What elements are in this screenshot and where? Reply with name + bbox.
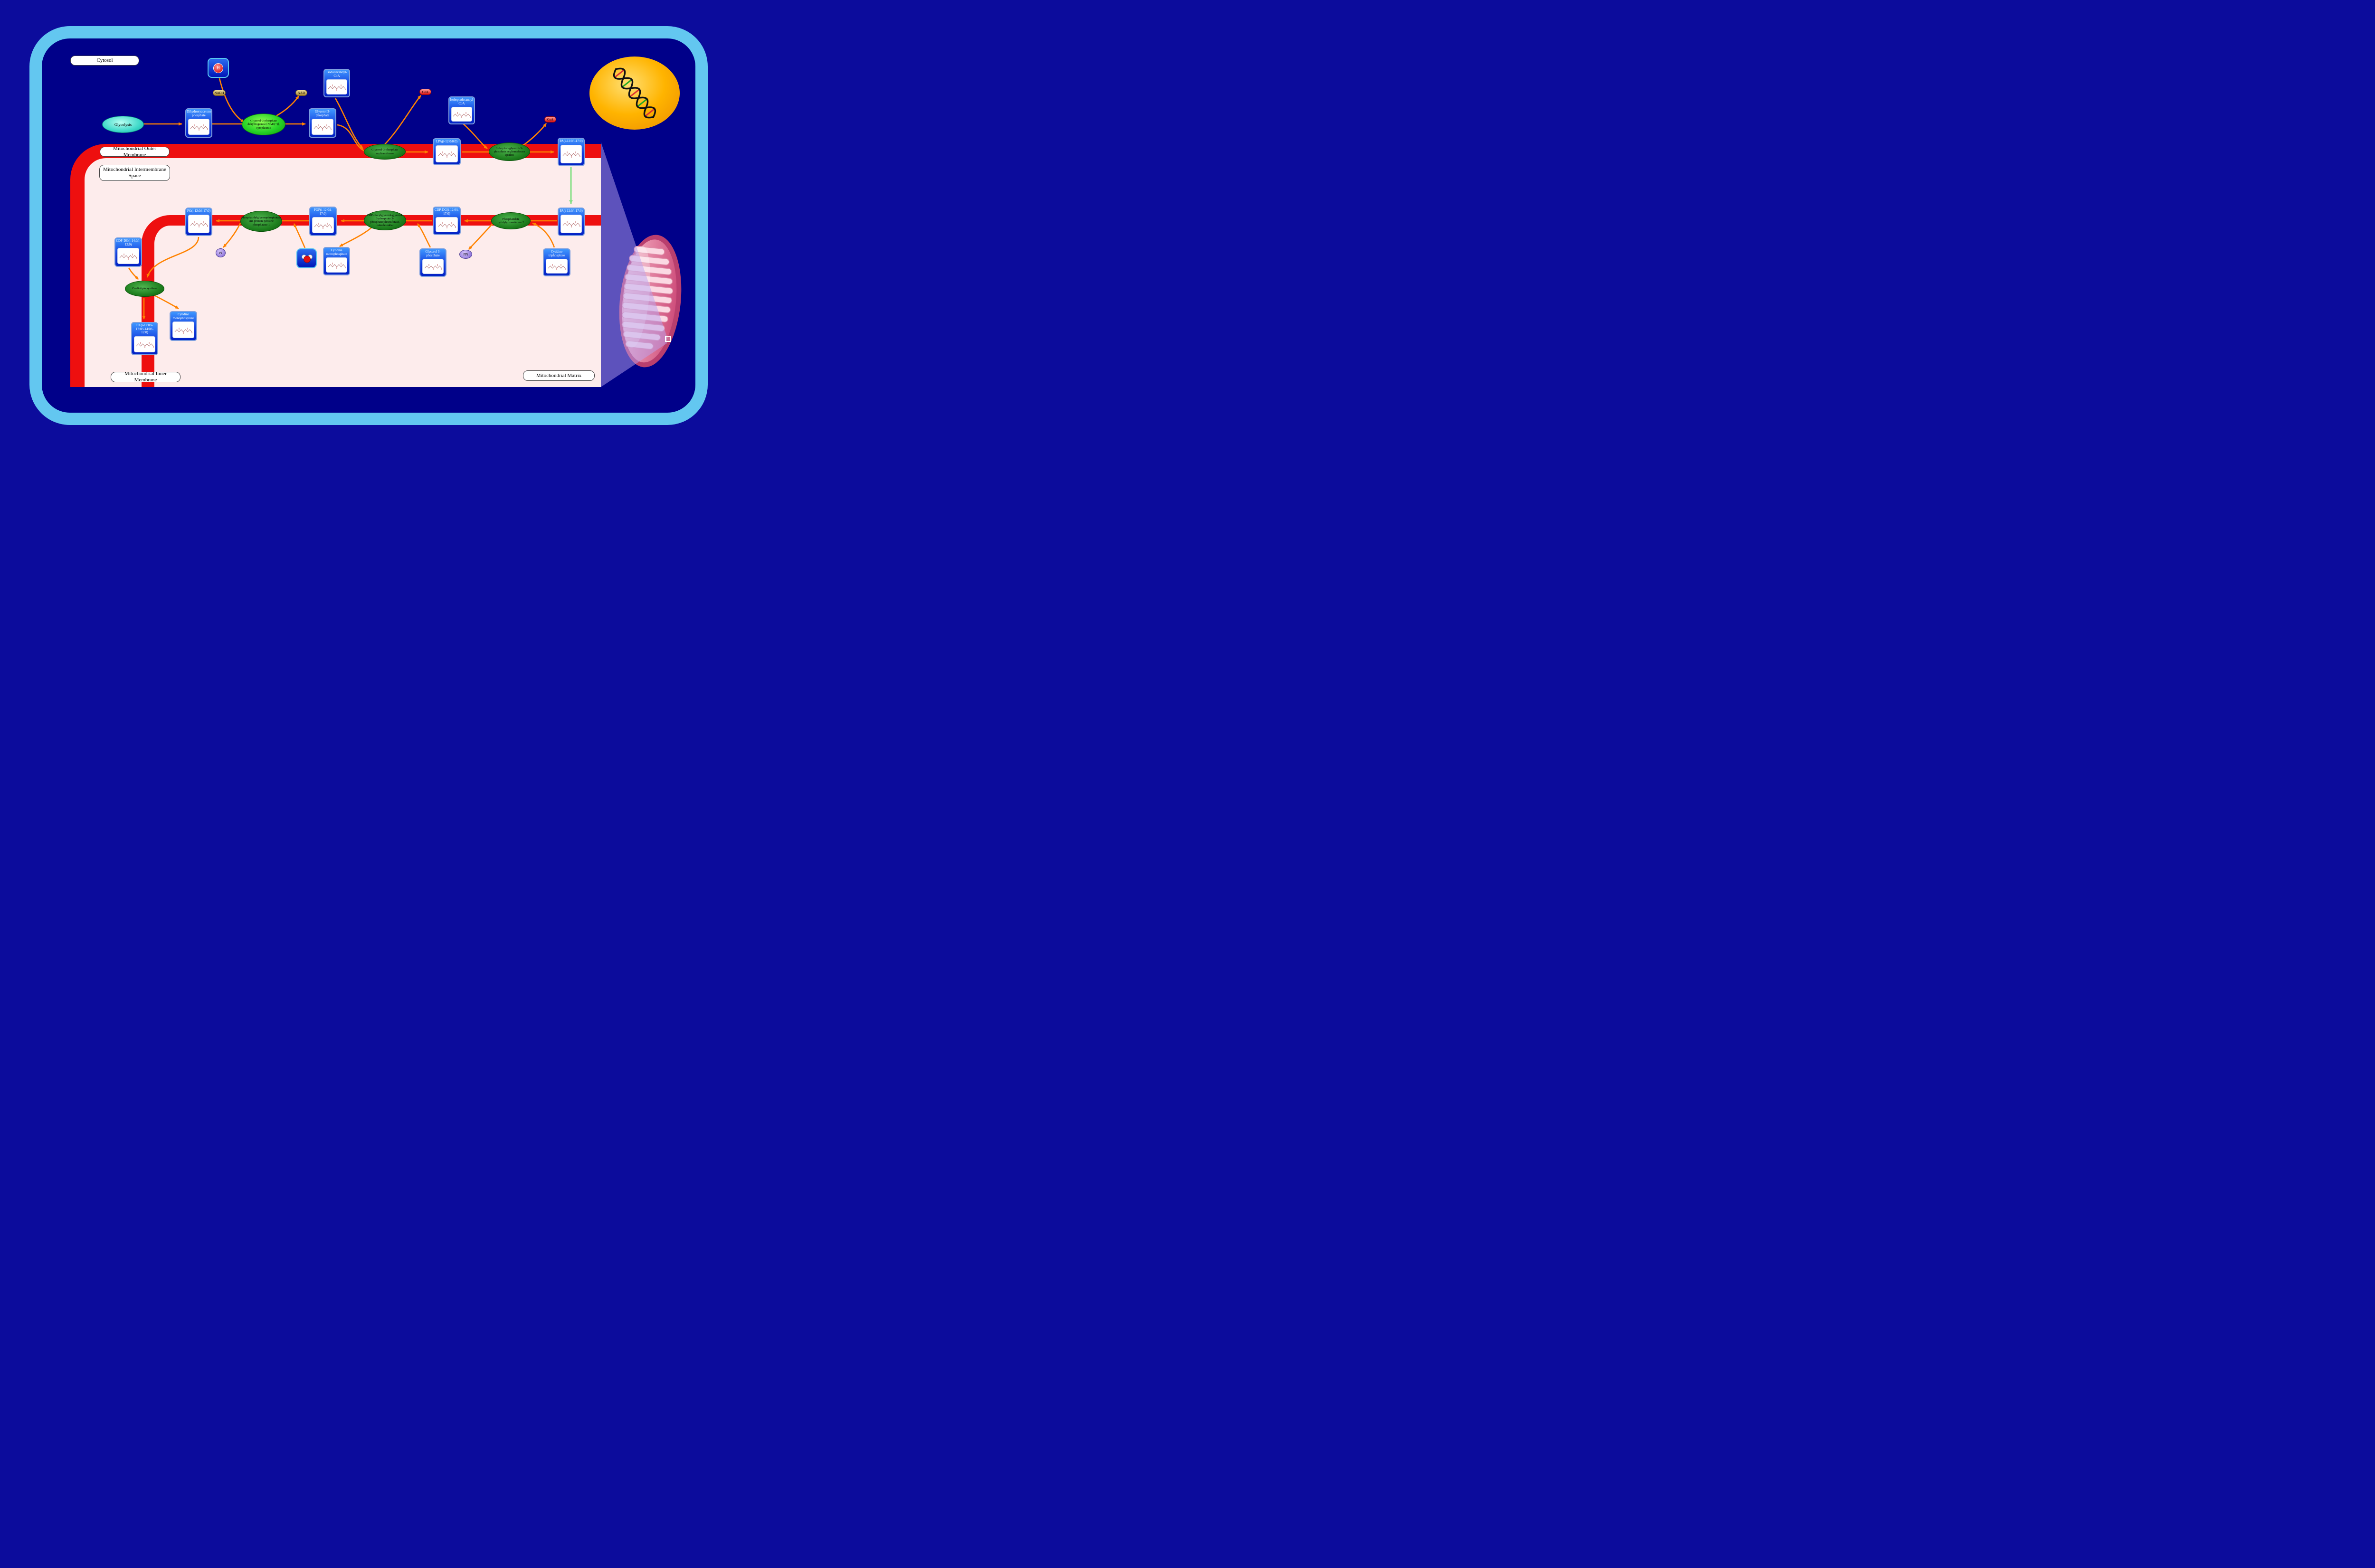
metabolite-nad[interactable]: NAD [295,90,307,96]
enzyme-node-ptpmt1[interactable]: Phosphatidylglycerophosphatase and prote… [240,211,282,232]
enzyme-label: Glycerol-3-phosphate dehydrogenase [NAD(… [247,119,280,130]
chemical-structure [560,214,582,233]
process-label: Glycolysis [114,122,132,127]
h-label: H [217,66,220,70]
compartment-label-intermembrane-space: Mitochondrial Intermembrane Space [99,165,170,181]
chemical-structure [312,217,334,233]
enzyme-node-cds2[interactable]: Phosphatidate cytidylyltransferase 2 [491,212,531,229]
label-text: Mitochondrial Matrix [536,372,582,378]
metabolite-pi[interactable]: Pi [216,248,226,257]
pill-label: PPi [463,252,468,256]
chemical-structure [436,217,458,232]
chemical-structure [188,119,209,135]
enzyme-label: Phosphatidylglycerophosphatase and prote… [241,216,281,227]
metabolite-label: Isododecanoyl-CoA [326,70,347,78]
metabolite-node-cdp-dg-2[interactable]: CDP-DG(i-14:0/i-12:0) [114,237,142,267]
metabolite-h2o[interactable] [296,248,317,268]
enzyme-label: 1-Acyl-sn-glycerol-3-phosphate acyltrans… [494,146,525,157]
metabolite-nadh[interactable]: NADH [213,90,226,96]
metabolite-node-glycerol-3-phosphate-matrix[interactable]: Glycerol 3-phosphate [419,248,446,277]
enzyme-label: CDP-diacylglycerol-glycerol-3-phosphate … [367,213,403,227]
metabolite-node-isoheptadecanoyl-coa[interactable]: Isoheptadecanoyl-CoA [448,96,475,124]
nucleus-illustration [589,57,680,130]
enzyme-node-pgs1[interactable]: CDP-diacylglycerol-glycerol-3-phosphate … [364,210,406,230]
metabolite-node-cmp-1[interactable]: Cytidine monophosphate [323,247,350,275]
enzyme-node-agpat-epsilon[interactable]: 1-Acyl-sn-glycerol-3-phosphate acyltrans… [489,142,530,161]
pill-label: NADH [214,91,224,95]
metabolite-label: PGP(i-12:0/i-17:0) [314,208,332,216]
chemical-structure [172,321,194,338]
chemical-structure [326,257,347,273]
metabolite-label: LPA(i-12:0/0:0) [436,140,457,143]
pill-label: CoA [422,90,429,94]
metabolite-coa-2[interactable]: CoA [544,116,556,123]
metabolite-label: Glycerol 3-phosphate [425,250,441,257]
h-plus-icon: H [213,63,223,73]
metabolite-label: Cytidine monophosphate [172,312,194,320]
metabolite-label: PA(i-12:0/i-17:0) [560,209,583,213]
enzyme-node-gpat[interactable]: Glycerol-3-phosphate acyltransferase [364,144,406,160]
chemical-structure [560,144,582,163]
metabolite-label: CDP-DG(i-12:0/i-17:0) [434,208,459,216]
compartment-label-cytosol: Cytosol [70,56,139,66]
chemical-structure [134,336,155,352]
enzyme-label: Cardiolipin synthase [132,287,157,291]
metabolite-coa-1[interactable]: CoA [419,89,431,95]
compartment-label-outer-membrane: Mitochondrial Outer Membrane [100,145,170,158]
process-node-glycolysis[interactable]: Glycolysis [102,116,144,133]
label-text: Mitochondrial Intermembrane Space [103,167,166,179]
metabolite-label: Cytidine monophosphate [326,248,347,256]
pill-label: Pi [219,251,222,255]
metabolite-label: Cytidine triphosphate [548,250,565,257]
pill-label: NAD [297,91,305,95]
metabolite-node-cmp-2[interactable]: Cytidine monophosphate [170,311,197,341]
compartment-label-matrix: Mitochondrial Matrix [523,370,595,381]
metabolite-node-pg[interactable]: PG(i-12:0/i-17:0) [185,208,212,236]
label-text: Mitochondrial Outer Membrane [113,145,156,158]
enzyme-node-gpd[interactable]: Glycerol-3-phosphate dehydrogenase [NAD(… [242,113,285,135]
chemical-structure [436,145,458,162]
chemical-structure [312,119,333,135]
metabolite-label: CL(i-12:0/i-17:0/i-14:0/i-12:0) [135,323,154,335]
chemical-structure [422,259,444,274]
pill-label: CoA [547,117,554,122]
chemical-structure [326,79,347,94]
pathway-canvas: Cytosol Mitochondrial Outer Membrane Mit… [0,0,734,449]
metabolite-h-plus[interactable]: H [208,58,229,78]
metabolite-label: Dihydroxyacetone phosphate [187,110,211,117]
chemical-structure [546,259,568,274]
enzyme-label: Phosphatidate cytidylyltransferase 2 [497,217,524,224]
label-text: Cytosol [96,57,113,64]
metabolite-label: PG(i-12:0/i-17:0) [187,209,210,213]
metabolite-node-cdp-dg-1[interactable]: CDP-DG(i-12:0/i-17:0) [433,207,461,235]
metabolite-label: Isoheptadecanoyl-CoA [450,98,475,105]
mitochondrial-inner-membrane [142,215,601,387]
enzyme-node-cardiolipin-synthase[interactable]: Cardiolipin synthase [125,281,164,297]
metabolite-node-ctp[interactable]: Cytidine triphosphate [543,248,570,276]
dna-icon [613,67,656,119]
chemical-structure [451,107,472,122]
enzyme-label: Glycerol-3-phosphate acyltransferase [371,148,398,155]
water-molecule-icon [301,255,313,263]
metabolite-node-cardiolipin[interactable]: CL(i-12:0/i-17:0/i-14:0/i-12:0) [131,322,158,355]
metabolite-node-dhap[interactable]: Dihydroxyacetone phosphate [185,108,212,138]
metabolite-node-isododecanoyl-coa[interactable]: Isododecanoyl-CoA [323,69,350,97]
metabolite-label: PA(i-12:0/i-17:0) [560,139,583,143]
compartment-label-inner-membrane: Mitochondrial Inner Membrane [111,371,180,383]
metabolite-ppi[interactable]: PPi [459,250,472,259]
metabolite-label: Glycerol 3-phosphate [314,110,331,117]
chemical-structure [117,248,139,264]
metabolite-node-glycerol-3-phosphate-cytosol[interactable]: Glycerol 3-phosphate [309,108,336,138]
chemical-structure [188,214,209,233]
metabolite-node-lpa[interactable]: LPA(i-12:0/0:0) [433,138,461,165]
metabolite-node-pa-membrane[interactable]: PA(i-12:0/i-17:0) [558,208,585,236]
metabolite-node-pgp[interactable]: PGP(i-12:0/i-17:0) [309,207,337,236]
label-text: Mitochondrial Inner Membrane [124,371,167,383]
mitochondrion-illustration [619,235,682,368]
zoom-region-marker [665,336,671,342]
metabolite-node-pa-cytosol[interactable]: PA(i-12:0/i-17:0) [558,138,585,166]
metabolite-label: CDP-DG(i-14:0/i-12:0) [116,239,141,246]
